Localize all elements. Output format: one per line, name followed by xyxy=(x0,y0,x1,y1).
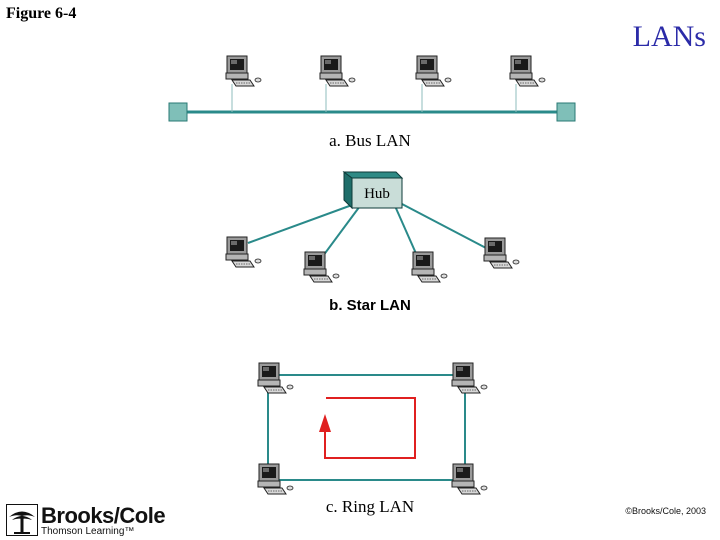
tree-logo-icon xyxy=(6,504,38,536)
star-link xyxy=(395,206,418,258)
publisher-logo: Brooks/Cole Thomson Learning™ xyxy=(6,503,176,537)
ring-cable xyxy=(268,375,465,480)
ring-lan-caption: c. Ring LAN xyxy=(300,497,440,517)
copyright-notice: ©Brooks/Cole, 2003 xyxy=(625,506,706,516)
computer-icon xyxy=(484,238,519,268)
bus-terminator-left xyxy=(169,103,187,121)
computer-icon xyxy=(412,252,447,282)
star-lan-caption: b. Star LAN xyxy=(300,297,440,314)
computer-icon xyxy=(320,56,355,86)
computer-icon xyxy=(452,363,487,393)
computer-icon xyxy=(258,363,293,393)
hub-label: Hub xyxy=(364,186,390,202)
computer-icon xyxy=(452,464,487,494)
bus-lan-caption: a. Bus LAN xyxy=(300,131,440,151)
computer-icon xyxy=(226,56,261,86)
ring-direction-arrow xyxy=(325,398,415,458)
computer-icon xyxy=(510,56,545,86)
star-link xyxy=(402,204,486,248)
bus-lan xyxy=(169,56,575,121)
computer-icon xyxy=(304,252,339,282)
logo-subtitle: Thomson Learning™ xyxy=(41,526,134,537)
ring-lan xyxy=(258,363,487,494)
bus-terminator-right xyxy=(557,103,575,121)
ring-arrowhead xyxy=(319,414,331,432)
computer-icon xyxy=(416,56,451,86)
computer-icon xyxy=(226,237,261,267)
